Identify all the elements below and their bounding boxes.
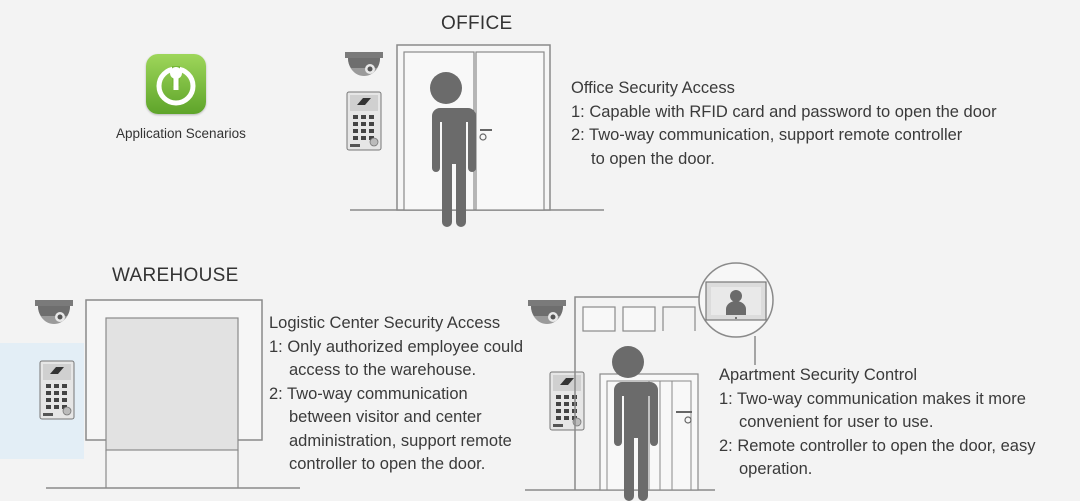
office-line-2: 2: Two-way communication, support remote… bbox=[571, 126, 963, 144]
apartment-camera-icon bbox=[528, 300, 566, 324]
warehouse-camera-icon bbox=[35, 300, 73, 324]
app-logo-icon bbox=[146, 54, 206, 114]
office-camera-icon bbox=[345, 52, 383, 76]
office-title: OFFICE bbox=[441, 13, 513, 34]
warehouse-line-1: 1: Only authorized employee could bbox=[269, 337, 524, 356]
apartment-line-1: 1: Two-way communication makes it more bbox=[719, 389, 1026, 408]
warehouse-line-5: administration, support remote bbox=[289, 431, 512, 450]
warehouse-description: Logistic Center Security Access 1: Only … bbox=[269, 312, 523, 477]
warehouse-line-4: between visitor and center bbox=[289, 408, 482, 426]
office-scene bbox=[345, 44, 604, 227]
office-description: Office Security Access 1: Capable with R… bbox=[571, 77, 997, 171]
warehouse-line-6: controller to open the door. bbox=[289, 455, 486, 473]
warehouse-line-2: access to the warehouse. bbox=[289, 361, 477, 379]
office-keypad-icon bbox=[346, 91, 382, 151]
office-line-1: 1: Capable with RFID card and password t… bbox=[571, 102, 997, 121]
warehouse-line-3: 2: Two-way communication bbox=[269, 384, 468, 403]
apartment-heading: Apartment Security Control bbox=[719, 366, 918, 384]
apartment-description: Apartment Security Control 1: Two-way co… bbox=[719, 364, 1035, 482]
warehouse-heading: Logistic Center Security Access bbox=[269, 314, 501, 332]
warehouse-scene bbox=[35, 299, 300, 489]
office-heading: Office Security Access bbox=[571, 79, 735, 97]
apartment-line-4: operation. bbox=[739, 460, 813, 478]
apartment-keypad-icon bbox=[549, 371, 585, 431]
office-line-3: to open the door. bbox=[591, 149, 715, 168]
warehouse-title: WAREHOUSE bbox=[112, 265, 239, 286]
apartment-line-2: convenient for user to use. bbox=[739, 413, 934, 431]
apartment-scene bbox=[525, 262, 774, 501]
apartment-line-3: 2: Remote controller to open the door, e… bbox=[719, 436, 1036, 455]
app-label: Application Scenarios bbox=[116, 126, 246, 141]
warehouse-keypad-icon bbox=[39, 360, 75, 420]
